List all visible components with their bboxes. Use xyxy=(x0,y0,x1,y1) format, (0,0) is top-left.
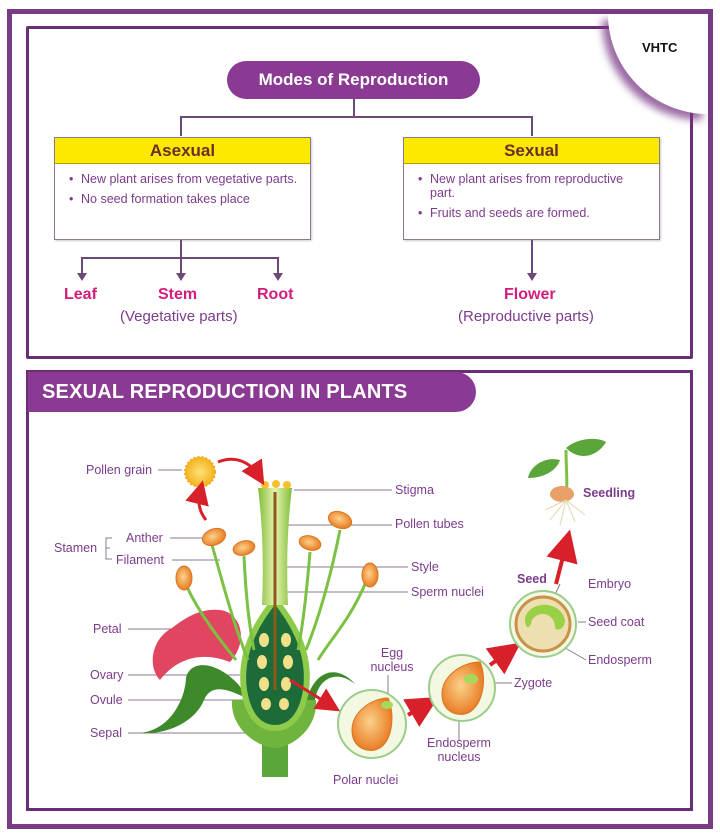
connector xyxy=(180,257,182,274)
part-leaf: Leaf xyxy=(64,286,97,303)
arrow-down-icon xyxy=(527,273,537,281)
pollen-grain-shape xyxy=(184,456,216,488)
connector xyxy=(531,116,533,136)
label-egg-line1: Egg xyxy=(380,646,404,660)
connector xyxy=(531,240,533,274)
label-egg-nucleus: Egg nucleus xyxy=(368,646,416,674)
asexual-point: New plant arises from vegetative parts. xyxy=(69,172,300,186)
ovules xyxy=(257,633,293,710)
label-ovule: Ovule xyxy=(90,693,123,707)
label-endosperm-line1: Endosperm xyxy=(427,736,491,750)
label-sperm-nuclei: Sperm nuclei xyxy=(411,585,484,599)
arrow-down-icon xyxy=(77,273,87,281)
label-embryo: Embryo xyxy=(588,577,632,591)
connector xyxy=(180,240,182,258)
connector xyxy=(180,116,182,136)
brand-label: VHTC xyxy=(642,40,678,55)
process-arrows xyxy=(185,457,578,727)
label-pollen-grain: Pollen grain xyxy=(86,463,153,477)
sexual-box: Sexual New plant arises from reproductiv… xyxy=(403,137,660,240)
anthers xyxy=(175,510,379,591)
sepal-shape xyxy=(140,665,250,734)
modes-title: Modes of Reproduction xyxy=(227,61,480,99)
connector xyxy=(81,257,83,274)
label-zygote: Zygote xyxy=(514,676,553,690)
asexual-box: Asexual New plant arises from vegetative… xyxy=(54,137,311,240)
label-seed-coat: Seed coat xyxy=(588,615,645,629)
petal-shape xyxy=(152,609,241,680)
sexual-heading: Sexual xyxy=(404,138,659,164)
label-filament: Filament xyxy=(116,553,164,567)
part-flower: Flower xyxy=(504,286,556,303)
reproductive-caption: (Reproductive parts) xyxy=(458,308,594,325)
sexual-point: Fruits and seeds are formed. xyxy=(418,206,649,220)
vegetative-caption: (Vegetative parts) xyxy=(120,308,238,325)
label-style: Style xyxy=(411,560,439,574)
seedling-shape xyxy=(528,438,606,526)
label-polar-nuclei: Polar nuclei xyxy=(333,773,399,787)
label-endosperm: Endosperm xyxy=(588,653,652,667)
label-sepal: Sepal xyxy=(90,726,122,740)
arrow-down-icon xyxy=(273,273,283,281)
section-title: SEXUAL REPRODUCTION IN PLANTS xyxy=(28,372,476,412)
connector xyxy=(353,99,355,117)
label-endosperm-nucleus: Endosperm nucleus xyxy=(424,736,494,764)
part-root: Root xyxy=(257,286,294,303)
label-anther: Anther xyxy=(126,531,163,545)
asexual-heading: Asexual xyxy=(55,138,310,164)
label-seed: Seed xyxy=(517,572,547,586)
label-egg-line2: nucleus xyxy=(370,660,414,674)
label-pollen-tubes: Pollen tubes xyxy=(395,517,464,531)
label-seedling: Seedling xyxy=(583,486,636,500)
connector xyxy=(180,116,532,118)
asexual-point: No seed formation takes place xyxy=(69,192,300,206)
arrow-down-icon xyxy=(176,273,186,281)
label-endosperm-line2: nucleus xyxy=(437,750,481,764)
label-stigma: Stigma xyxy=(395,483,434,497)
label-stamen: Stamen xyxy=(54,541,98,555)
connector xyxy=(277,257,279,274)
part-stem: Stem xyxy=(158,286,198,303)
sexual-point: New plant arises from reproductive part. xyxy=(418,172,649,200)
label-petal: Petal xyxy=(93,622,122,636)
label-ovary: Ovary xyxy=(90,668,124,682)
